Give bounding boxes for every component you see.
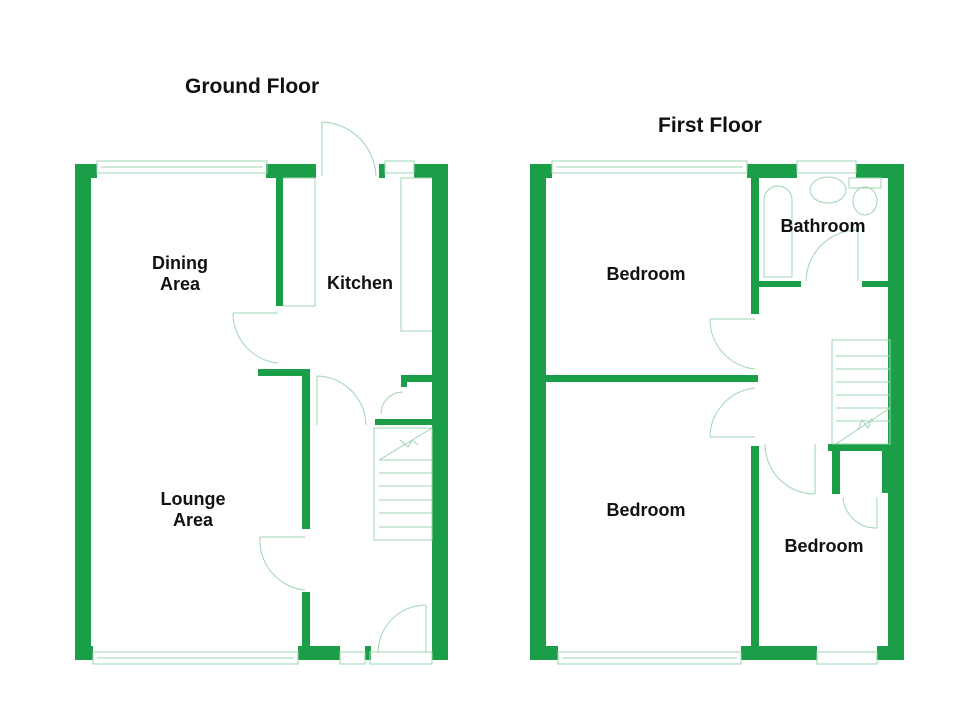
room-label-dining-area: Dining Area	[152, 253, 208, 294]
ground-floor-title: Ground Floor	[185, 75, 320, 98]
room-label-kitchen: Kitchen	[326, 273, 393, 293]
first-floor-title: First Floor	[658, 114, 762, 137]
room-label-bedroom-1: Bedroom	[606, 264, 686, 284]
room-label-bathroom: Bathroom	[780, 216, 866, 236]
fixtures	[92, 121, 891, 665]
room-label-lounge-area: Lounge Area	[160, 489, 226, 530]
room-label-bedroom-2: Bedroom	[606, 500, 686, 520]
room-label-bedroom-3: Bedroom	[784, 536, 864, 556]
walls	[75, 164, 904, 660]
